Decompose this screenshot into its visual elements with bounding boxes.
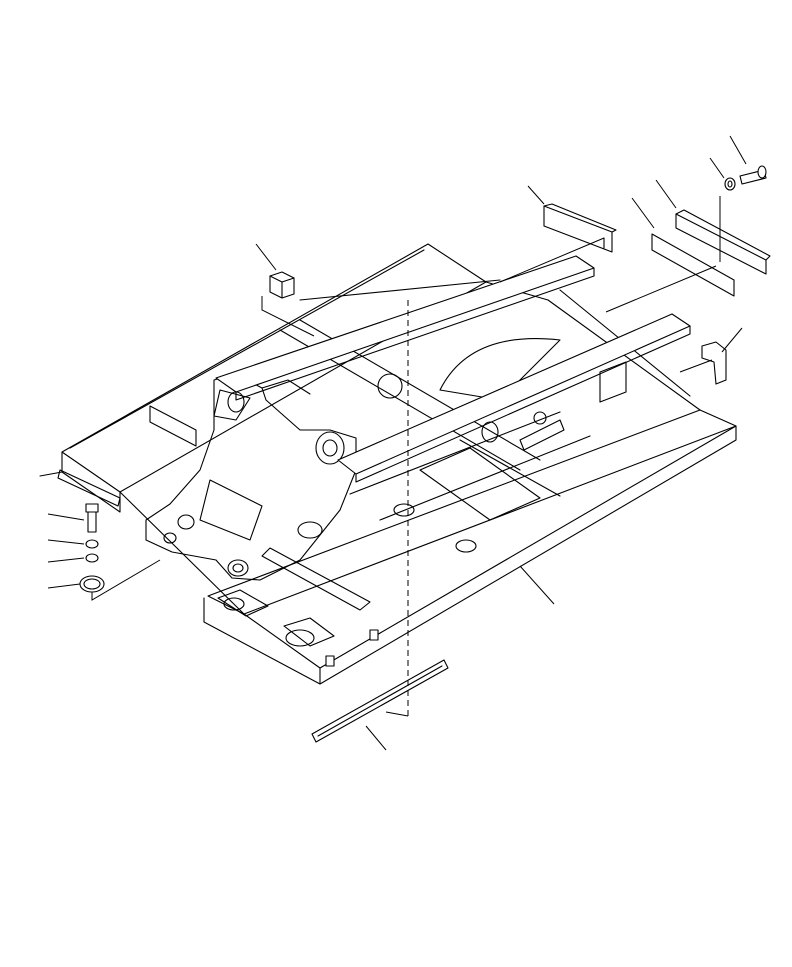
washer-left-1 (85, 539, 99, 549)
bracket-right (701, 341, 727, 385)
block-top-left (269, 271, 295, 299)
cover-left (79, 575, 105, 593)
top-beams (215, 255, 691, 483)
callout-leaders (47, 135, 747, 751)
bolt-left (85, 503, 99, 533)
bolt-top-right (739, 165, 767, 185)
washer-top-right (724, 177, 736, 191)
strip-bottom (311, 659, 449, 743)
plate-right-upper (675, 209, 771, 275)
plate-right-lower (651, 233, 735, 297)
washer-left-2 (85, 553, 99, 563)
plate-top-center (543, 203, 617, 253)
boom-bracket (145, 373, 357, 581)
frame-main (39, 243, 737, 685)
